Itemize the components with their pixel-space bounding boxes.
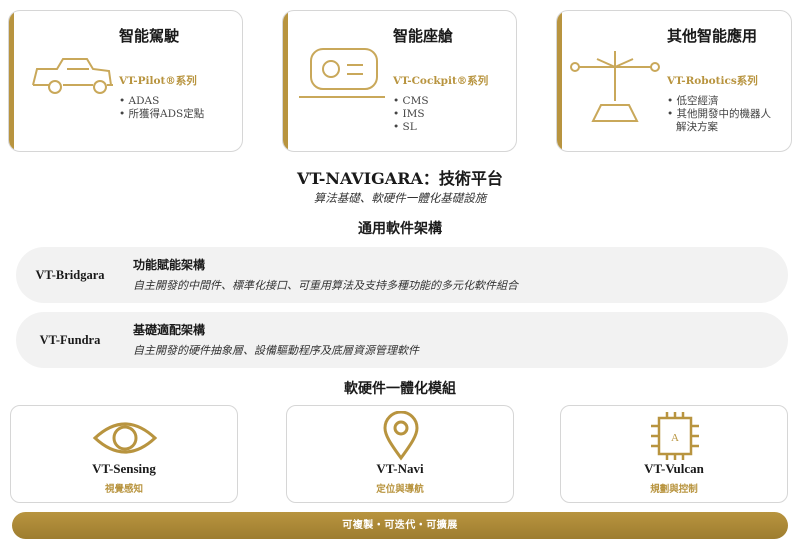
card-item-list: 低空經濟 其他開發中的機器人 解決方案	[667, 95, 771, 134]
card-item: ADAS	[119, 95, 204, 108]
card-item: 低空經濟	[667, 95, 771, 108]
card-item-list: CMS IMS SL	[393, 95, 429, 134]
card-accent-bar	[283, 11, 288, 151]
card-item: CMS	[393, 95, 429, 108]
card-title: 智能駕駛	[119, 27, 180, 45]
platform-subtitle: 算法基礎、軟硬件一體化基礎設施	[313, 191, 487, 205]
chip-letter: A	[671, 432, 679, 444]
card-item: 所獲得ADS定點	[119, 108, 205, 121]
module-navi: VT-Navi 定位與導航	[286, 405, 514, 503]
module-name: VT-Vulcan	[644, 461, 704, 476]
card-smart-cockpit: 智能座艙 VT-Cockpit®系列 CMS IMS SL	[282, 10, 517, 152]
car-icon	[32, 58, 113, 94]
card-series: VT-Robotics系列	[667, 75, 758, 87]
framework-desc: 自主開發的中間件、標準化接口、可重用算法及支持多種功能的多元化軟件組合	[133, 279, 518, 292]
card-title: 智能座艙	[393, 27, 454, 45]
robot-arm-icon	[570, 51, 660, 122]
framework-heading: 通用軟件架構	[358, 221, 442, 237]
framework-row-bridgara: VT-Bridgara 功能賦能架構 自主開發的中間件、標準化接口、可重用算法及…	[16, 247, 788, 303]
module-vulcan: A VT-Vulcan 規劃與控制	[560, 405, 788, 503]
location-pin-icon	[383, 411, 419, 461]
card-autonomous-driving: 智能駕駛 VT-Pilot®系列 ADAS 所獲得ADS定點	[8, 10, 243, 152]
card-other-applications: 其他智能應用 VT-Robotics系列 低空經濟 其他開發中的機器人 解決方案	[556, 10, 792, 152]
framework-head: 功能賦能架構	[133, 258, 206, 272]
module-subtitle: 規劃與控制	[650, 484, 698, 495]
footer-banner: 可複製・可迭代・可擴展	[12, 512, 788, 539]
module-sensing: VT-Sensing 視覺感知	[10, 405, 238, 503]
framework-name: VT-Bridgara	[35, 268, 105, 282]
card-item: 解決方案	[676, 121, 718, 133]
module-subtitle: 定位與導航	[376, 484, 424, 495]
card-series: VT-Cockpit®系列	[393, 75, 489, 87]
card-title: 其他智能應用	[667, 27, 758, 45]
framework-desc: 自主開發的硬件抽象層、設備驅動程序及底層資源管理軟件	[133, 344, 419, 357]
module-name: VT-Navi	[376, 461, 424, 476]
card-item: SL	[393, 121, 429, 134]
module-subtitle: 視覺感知	[104, 484, 143, 495]
camera-icon	[299, 48, 385, 98]
card-item-list: ADAS 所獲得ADS定點	[119, 95, 205, 121]
module-name: VT-Sensing	[92, 461, 156, 476]
framework-row-fundra: VT-Fundra 基礎適配架構 自主開發的硬件抽象層、設備驅動程序及底層資源管…	[16, 312, 788, 368]
modules-heading: 軟硬件一體化模組	[344, 381, 456, 397]
framework-head: 基礎適配架構	[133, 323, 206, 337]
card-series: VT-Pilot®系列	[119, 75, 197, 87]
card-item: IMS	[393, 108, 429, 121]
eye-icon	[92, 422, 158, 454]
chip-icon: A	[651, 412, 699, 460]
framework-name: VT-Fundra	[39, 333, 101, 347]
card-accent-bar	[9, 11, 14, 151]
card-item: 其他開發中的機器人	[667, 108, 772, 121]
card-accent-bar	[557, 11, 562, 151]
platform-title: VT-NAVIGARA：技術平台	[297, 169, 503, 188]
